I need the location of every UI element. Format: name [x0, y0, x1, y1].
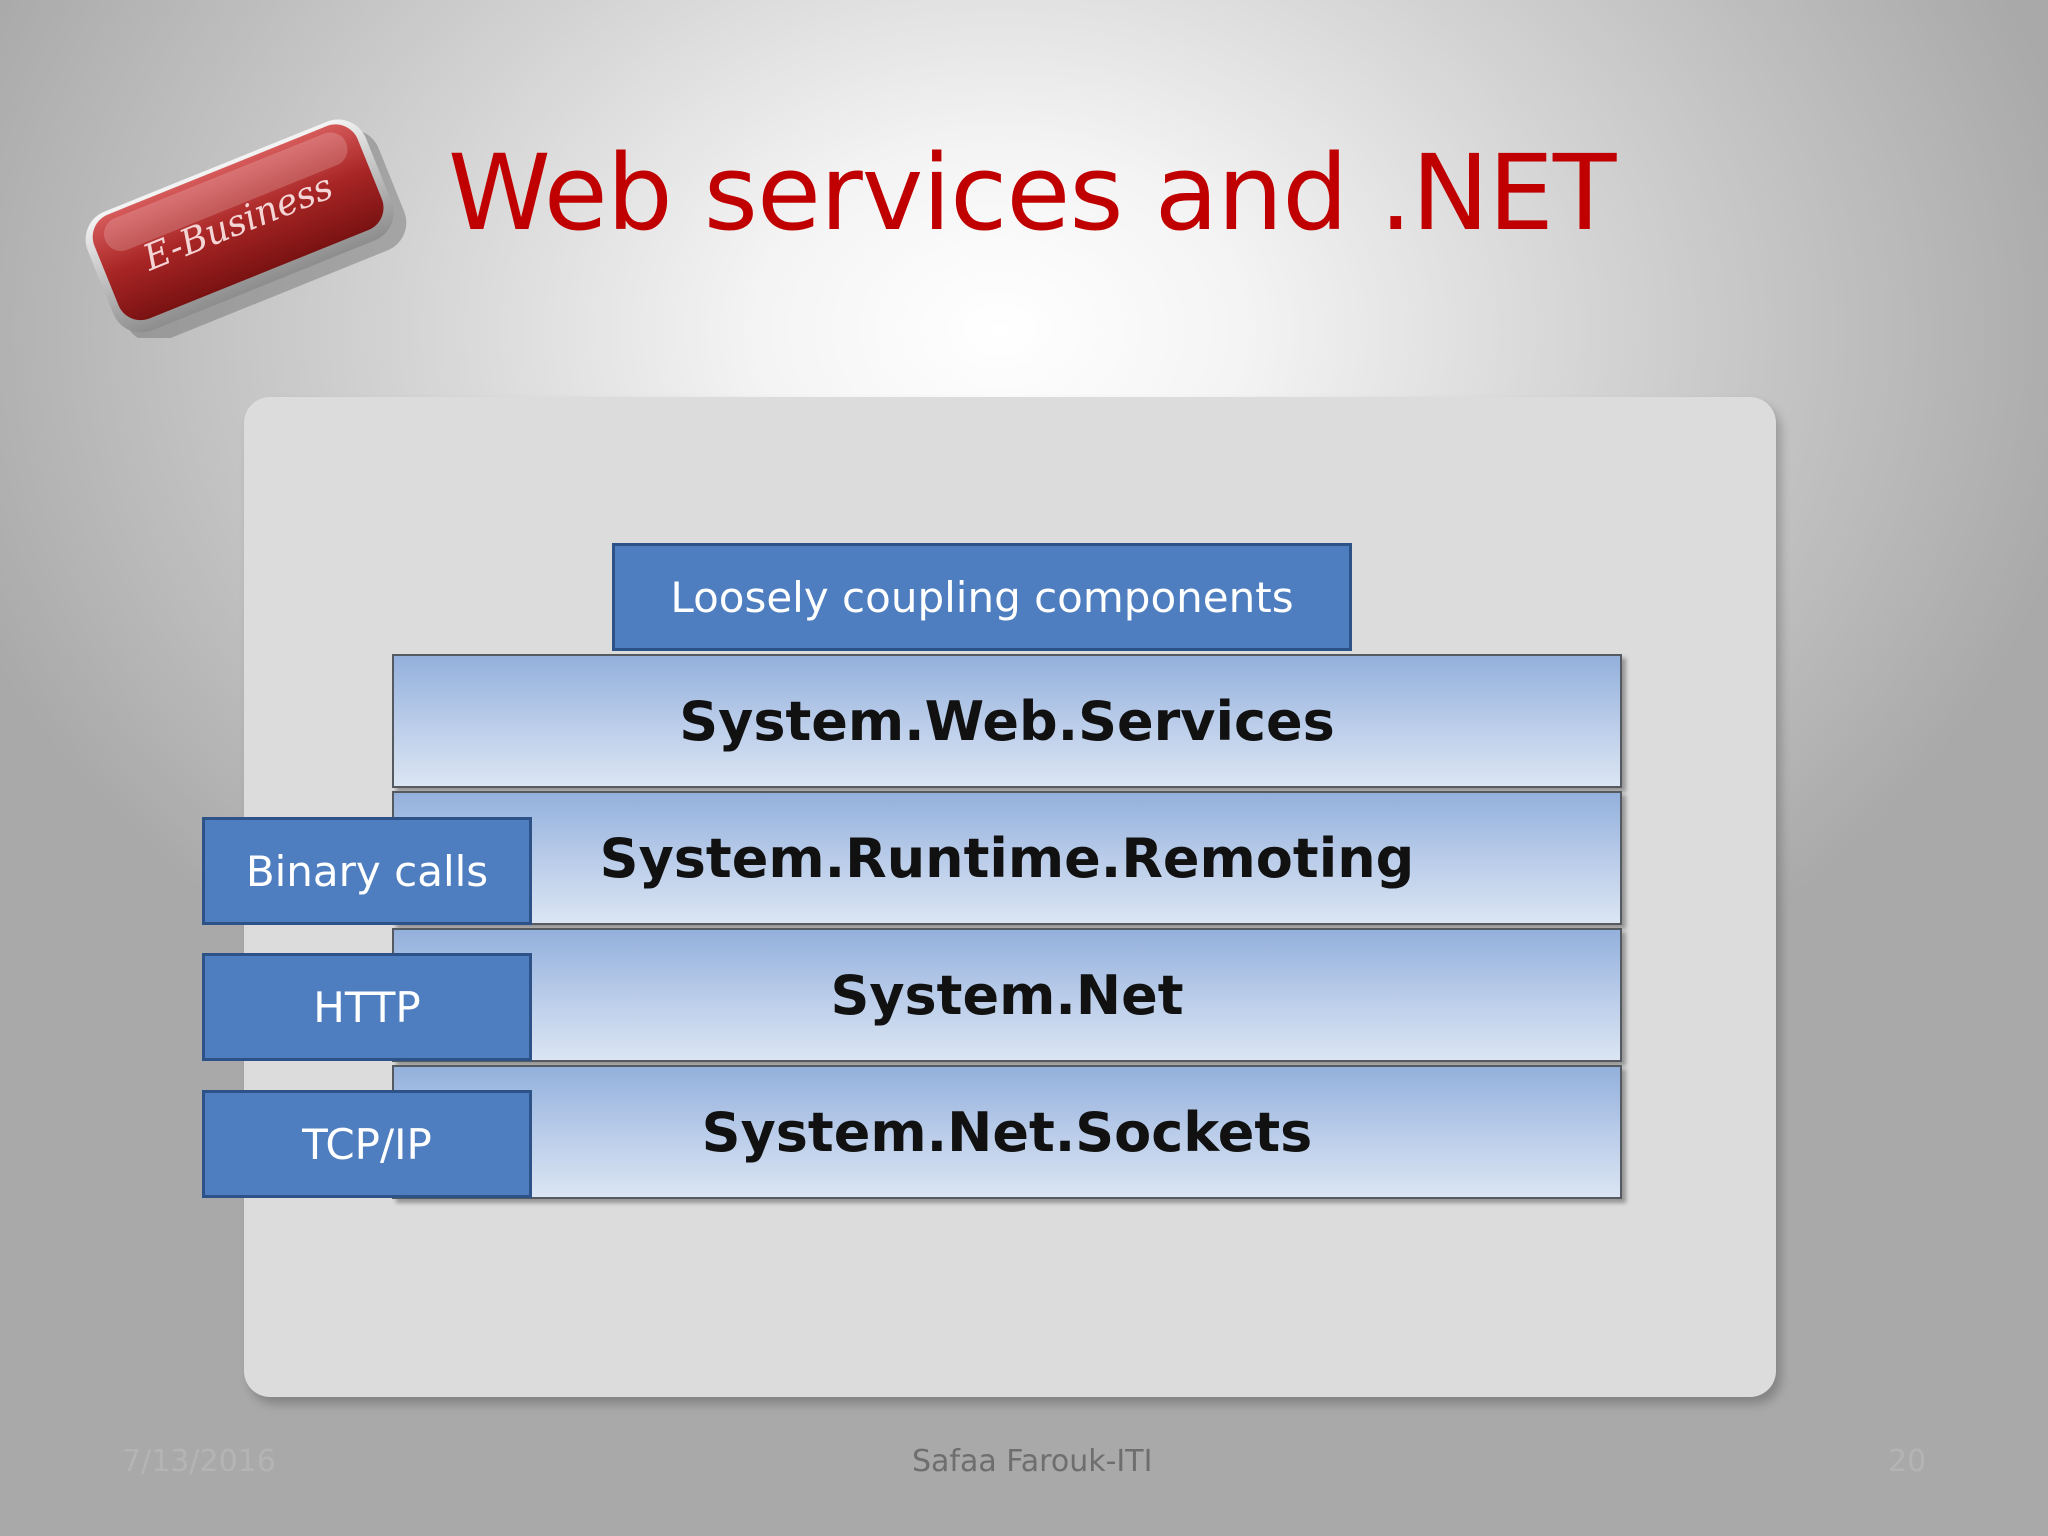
layer-system-runtime-remoting: System.Runtime.Remoting [392, 791, 1622, 925]
layer-system-net-sockets: System.Net.Sockets [392, 1065, 1622, 1199]
http-label: HTTP [202, 953, 532, 1061]
layer-system-web-services: System.Web.Services [392, 654, 1622, 788]
layer-system-net: System.Net [392, 928, 1622, 1062]
loosely-coupling-label: Loosely coupling components [612, 543, 1352, 651]
binary-calls-label: Binary calls [202, 817, 532, 925]
footer-author: Safaa Farouk-ITI [912, 1444, 1153, 1479]
slide-title: Web services and .NET [448, 132, 1616, 254]
footer-page-number: 20 [1888, 1444, 1927, 1479]
footer-date: 7/13/2016 [122, 1444, 276, 1479]
tcp-ip-label: TCP/IP [202, 1090, 532, 1198]
e-business-logo: E-Business [60, 108, 430, 343]
